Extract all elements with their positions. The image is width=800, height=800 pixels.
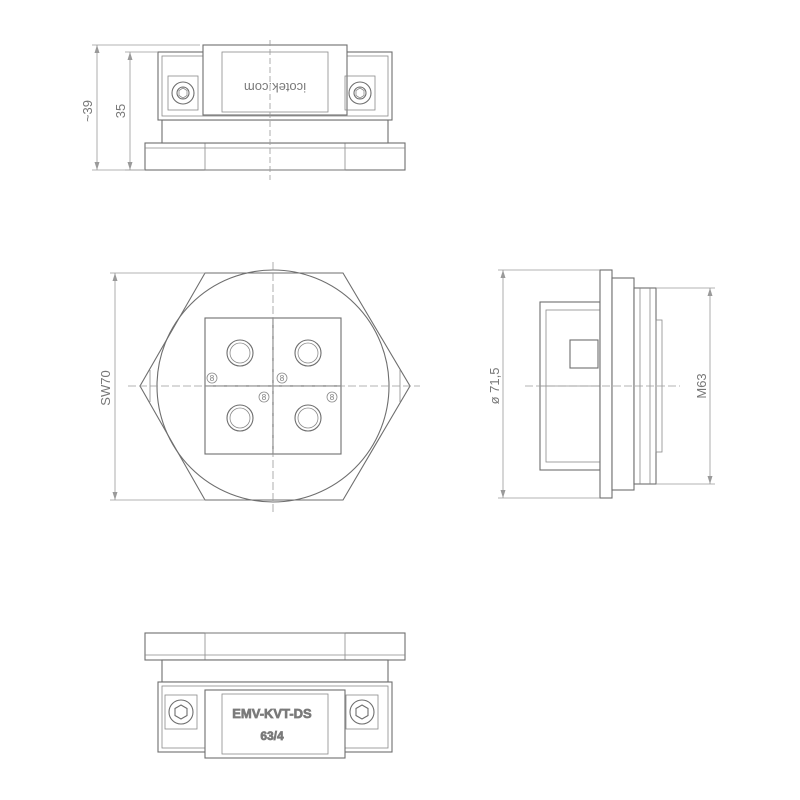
top-view: icotek.com ~39 35	[80, 40, 406, 180]
screw-icon	[167, 75, 199, 111]
side-view: ø 71,5 M63	[487, 269, 715, 499]
dimension-diameter: ø 71,5	[487, 368, 502, 405]
marker-icon: 8	[276, 372, 288, 384]
hex-screw-icon	[164, 694, 198, 730]
svg-text:8: 8	[262, 393, 267, 402]
marker-icon: 8	[258, 391, 270, 403]
product-size-label: 63/4	[260, 729, 284, 743]
dimension-height: 35	[113, 104, 128, 118]
svg-text:8: 8	[280, 374, 285, 383]
svg-text:8: 8	[210, 374, 215, 383]
dimension-across-flats: SW70	[98, 370, 113, 405]
dimension-overall-height: ~39	[80, 100, 95, 122]
cable-hole-icon	[294, 339, 322, 367]
marker-icon: 8	[326, 391, 338, 403]
bottom-view: EMV-KVT-DS 63/4	[144, 632, 406, 759]
product-name-label: EMV-KVT-DS	[232, 706, 312, 721]
svg-text:8: 8	[330, 393, 335, 402]
cable-hole-icon	[294, 404, 322, 432]
screw-icon	[344, 75, 376, 111]
cable-hole-icon	[226, 339, 254, 367]
dimension-thread: M63	[694, 373, 709, 398]
cable-hole-icon	[226, 404, 254, 432]
marker-icon: 8	[206, 372, 218, 384]
hex-screw-icon	[345, 694, 379, 730]
brand-label: icotek.com	[244, 80, 306, 95]
front-view: 8 8 8 8 SW70	[98, 262, 420, 512]
